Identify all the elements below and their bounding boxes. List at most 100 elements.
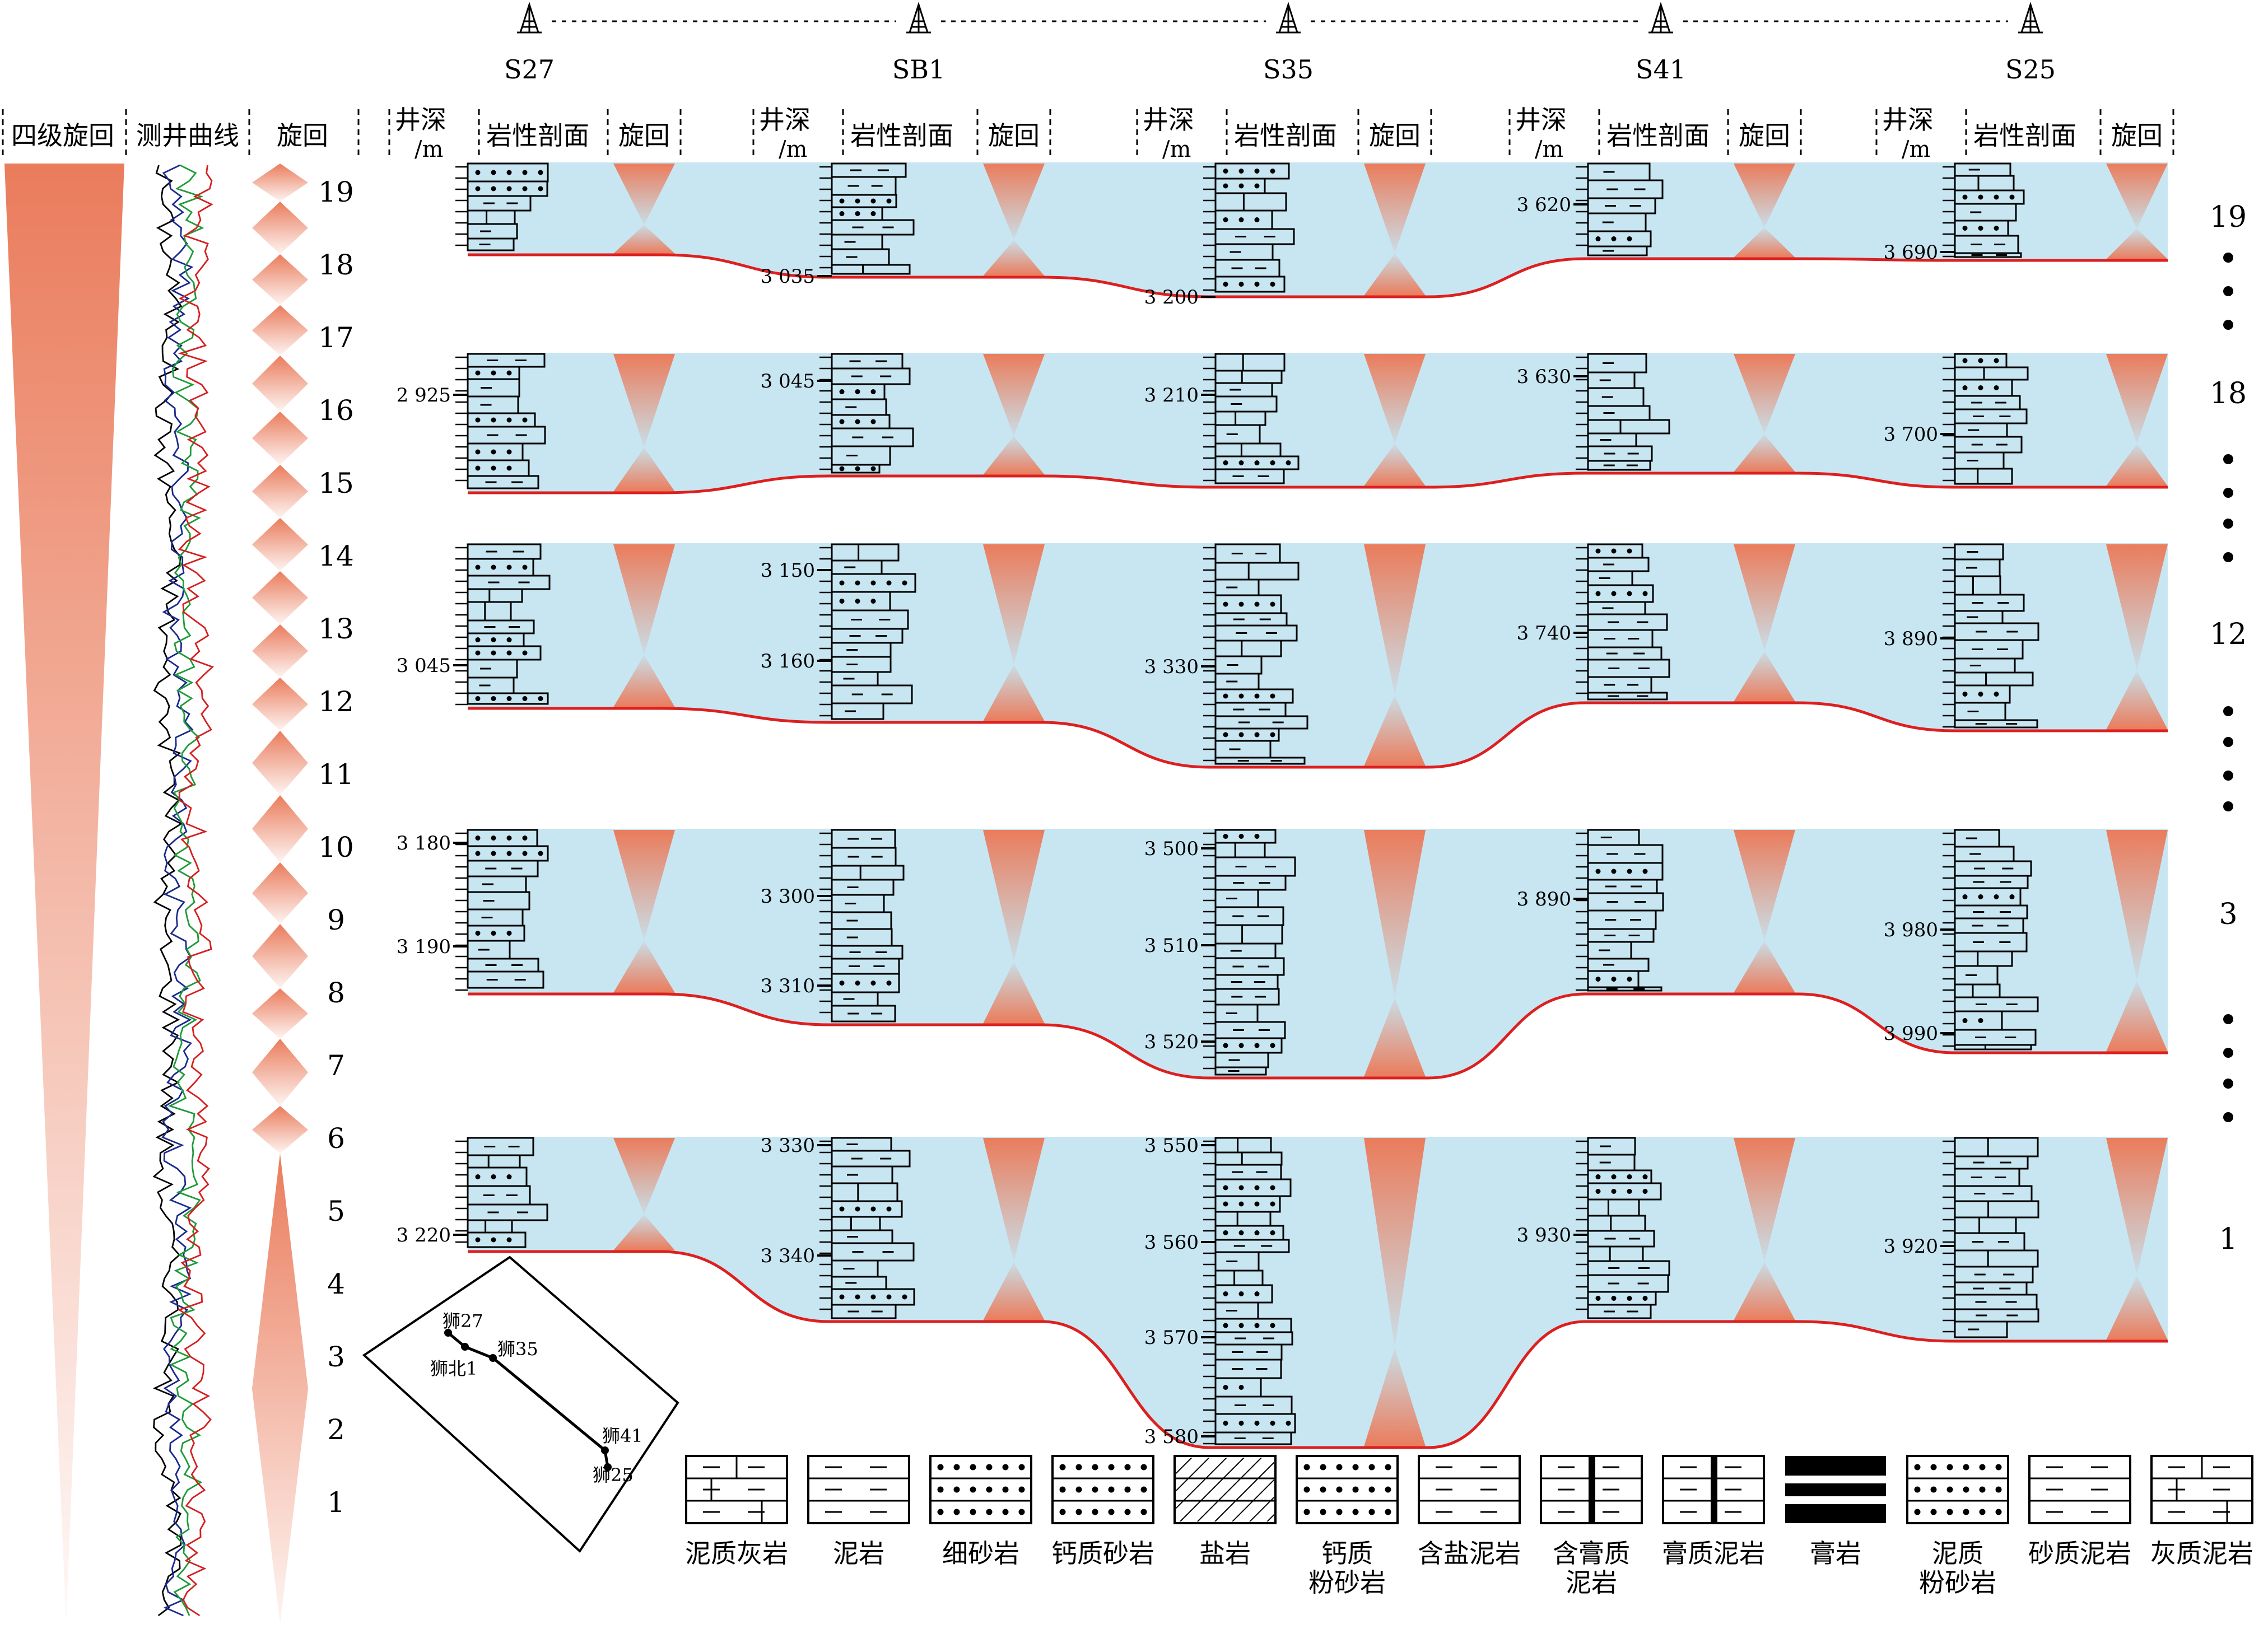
sand-dot bbox=[506, 931, 512, 936]
sand-dot bbox=[475, 851, 481, 856]
sand-dot bbox=[1223, 1185, 1228, 1191]
lithology-bed bbox=[1954, 162, 2011, 177]
sand-dot bbox=[886, 981, 892, 986]
increasing-cycle-icon bbox=[2106, 228, 2168, 259]
lithology-bed bbox=[1214, 1269, 1264, 1286]
legend-label: 泥岩 bbox=[833, 1538, 884, 1569]
lithology-bed bbox=[1587, 892, 1664, 912]
lithology-columns bbox=[467, 162, 2039, 1445]
lithology-bed bbox=[1587, 629, 1654, 648]
sand-dot bbox=[870, 198, 876, 204]
depth-label: 3 510 bbox=[1144, 935, 1199, 957]
sand-dot bbox=[1254, 217, 1260, 222]
sand-dot bbox=[1270, 1185, 1275, 1191]
sand-dot bbox=[1595, 548, 1601, 554]
lithology-bed bbox=[467, 378, 520, 398]
swatch-dot bbox=[1352, 1486, 1359, 1493]
lithology-bed bbox=[1214, 562, 1300, 581]
depth-label: 3 330 bbox=[1144, 656, 1199, 678]
sand-dot bbox=[1238, 282, 1244, 287]
calcareous-mudstone-icon bbox=[2150, 1455, 2253, 1524]
sand-dot bbox=[1270, 1323, 1275, 1328]
sand-dot bbox=[506, 465, 512, 471]
cycle-diamond-icon bbox=[252, 988, 308, 1039]
lithology-bed bbox=[831, 958, 900, 975]
swatch-dot bbox=[1303, 1464, 1310, 1471]
lithology-bed bbox=[831, 367, 911, 385]
salt-bearing-mudstone-icon bbox=[1418, 1455, 1521, 1524]
depth-label: 3 990 bbox=[1884, 1023, 1938, 1045]
sand-dot bbox=[1223, 1043, 1228, 1048]
swatch-stripe bbox=[1785, 1496, 1886, 1504]
decreasing-cycle-icon bbox=[613, 830, 675, 941]
well-name: SB1 bbox=[892, 54, 946, 85]
cycle-diamond-icon bbox=[252, 1106, 308, 1154]
sand-dot bbox=[1595, 977, 1601, 982]
swatch-frame bbox=[1418, 1455, 1521, 1524]
lithology-bed bbox=[831, 353, 904, 370]
lithology-bed bbox=[1214, 612, 1288, 627]
map-well-point bbox=[489, 1354, 497, 1362]
depth-label: 2 925 bbox=[397, 384, 451, 407]
swatch-dot bbox=[1018, 1509, 1025, 1515]
swatch-dot bbox=[986, 1486, 993, 1493]
legend-label: 含膏质 bbox=[1553, 1538, 1630, 1569]
sand-dot bbox=[491, 417, 496, 423]
lithology-header: 岩性剖面 bbox=[1973, 120, 2076, 151]
lithology-bed bbox=[1954, 904, 2028, 919]
lithology-bed bbox=[1954, 1044, 2032, 1051]
lithology-bed bbox=[1587, 958, 1650, 972]
lithology-bed bbox=[467, 676, 515, 694]
sand-dot bbox=[839, 198, 845, 204]
sand-dot bbox=[506, 835, 512, 841]
cycle-diamond-icon bbox=[252, 624, 308, 678]
sand-dot bbox=[1254, 1421, 1260, 1426]
lithology-bed bbox=[1214, 1239, 1290, 1253]
lithology-bed bbox=[1954, 408, 2028, 424]
lithology-bed bbox=[1954, 203, 2017, 222]
sand-dot bbox=[1978, 226, 1983, 231]
swatch-dot bbox=[1352, 1509, 1359, 1515]
sand-dot bbox=[1270, 460, 1275, 465]
calcareous-siltstone-icon bbox=[1296, 1455, 1399, 1524]
lithology-bed bbox=[1587, 353, 1647, 374]
depth-label: 3 180 bbox=[397, 832, 451, 855]
sand-dot bbox=[855, 211, 860, 216]
sand-dot bbox=[491, 835, 496, 841]
sand-dot bbox=[1254, 183, 1260, 189]
swatch-dot bbox=[1914, 1509, 1921, 1515]
increasing-cycle-icon bbox=[613, 225, 675, 254]
swatch-dot bbox=[1303, 1486, 1310, 1493]
lithology-bed bbox=[1587, 1198, 1640, 1217]
log-curve bbox=[161, 164, 194, 1617]
derrick-icon bbox=[2018, 2, 2043, 34]
sand-dot bbox=[1238, 1291, 1244, 1296]
correlation-band bbox=[468, 162, 2168, 297]
sand-dot bbox=[1994, 226, 1999, 231]
sand-dot bbox=[1223, 601, 1228, 607]
derrick-icon bbox=[1276, 2, 1301, 34]
sand-dot bbox=[506, 417, 512, 423]
lithology-bed bbox=[1587, 879, 1658, 894]
depth-header: 井深 bbox=[1143, 105, 1194, 135]
correlation-band bbox=[468, 543, 2168, 767]
lithology-bed bbox=[831, 162, 907, 178]
lithology-bed bbox=[831, 219, 915, 236]
decreasing-cycle-icon bbox=[2106, 354, 2168, 444]
swatch-dot bbox=[1075, 1464, 1082, 1471]
sand-dot bbox=[855, 198, 860, 204]
sand-dot bbox=[1611, 1296, 1617, 1301]
sand-dot bbox=[1270, 1421, 1275, 1426]
sand-dot bbox=[855, 580, 860, 586]
swatch-dot bbox=[986, 1464, 993, 1471]
cycle-diamond-icon bbox=[252, 254, 308, 305]
cycle-header: 旋回 bbox=[1739, 120, 1790, 151]
sand-dot bbox=[1223, 1385, 1228, 1390]
sand-dot bbox=[491, 637, 496, 642]
sand-dot bbox=[1270, 732, 1275, 738]
sand-dot bbox=[855, 389, 860, 394]
sand-dot bbox=[1962, 226, 1968, 231]
sand-dot bbox=[1238, 693, 1244, 699]
sand-dot bbox=[475, 650, 481, 656]
